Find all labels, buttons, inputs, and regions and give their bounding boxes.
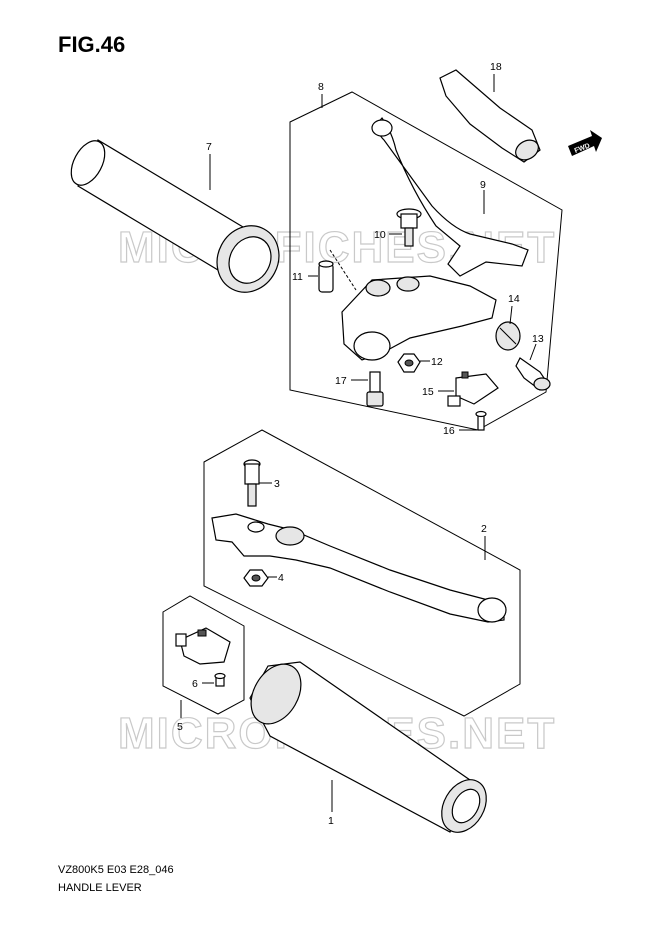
figure-title: FIG.46	[58, 32, 126, 57]
lever-boot	[439, 69, 541, 163]
grip-left	[70, 139, 280, 293]
bushing	[318, 260, 334, 293]
callout-label: 7	[206, 141, 212, 153]
callout-9: 9	[480, 179, 486, 214]
section-name: HANDLE LEVER	[58, 882, 142, 894]
pivot-bolt-lower	[243, 459, 261, 507]
callout-2: 2	[481, 523, 487, 560]
callout-7: 7	[206, 141, 212, 190]
callout-15: 15	[422, 386, 454, 398]
callout-18: 18	[490, 61, 502, 92]
lever-switch-upper	[447, 371, 499, 407]
callout-label: 12	[431, 356, 443, 368]
callout-12: 12	[420, 356, 443, 368]
bolt-upper	[366, 371, 384, 407]
callout-label: 14	[508, 293, 520, 305]
callout-1: 1	[328, 780, 334, 827]
callout-10: 10	[374, 229, 402, 241]
callout-17: 17	[335, 375, 368, 387]
callout-14: 14	[508, 293, 520, 325]
callout-13: 13	[529, 333, 544, 361]
callout-4: 4	[268, 572, 284, 584]
fwd-arrow-icon: FWD	[568, 130, 602, 156]
callout-label: 13	[532, 333, 544, 345]
group-frame-8	[289, 91, 563, 431]
throttle-grip	[249, 661, 487, 833]
model-code: VZ800K5 E03 E28_046	[58, 864, 174, 876]
callout-label: 5	[177, 721, 183, 733]
callout-label: 10	[374, 229, 386, 241]
callout-label: 2	[481, 523, 487, 535]
lever-holder-upper	[341, 275, 497, 361]
callout-label: 18	[490, 61, 502, 73]
brake-lever	[211, 513, 507, 623]
callout-label: 6	[192, 678, 198, 690]
callout-11: 11	[292, 271, 318, 283]
callout-label: 4	[278, 572, 284, 584]
switch-screw-lower	[214, 672, 226, 687]
cable-adjuster	[515, 357, 551, 391]
callout-label: 17	[335, 375, 347, 387]
callout-6: 6	[192, 678, 214, 690]
callout-label: 9	[480, 179, 486, 191]
clutch-lever	[371, 117, 529, 277]
group-frame-5	[162, 595, 245, 715]
callout-label: 16	[443, 425, 455, 437]
brake-switch	[175, 627, 231, 665]
assembly-guide-line	[329, 249, 357, 291]
callout-3: 3	[259, 478, 280, 490]
callout-label: 1	[328, 815, 334, 827]
callout-5: 5	[177, 700, 183, 733]
callout-8: 8	[318, 81, 324, 108]
callout-label: 8	[318, 81, 324, 93]
cable-adjuster-cap	[495, 321, 521, 351]
nut-upper	[397, 353, 421, 373]
pivot-bolt-upper	[396, 208, 422, 247]
group-frame-2	[203, 429, 521, 717]
callout-label: 11	[292, 271, 303, 283]
nut-lower	[243, 569, 269, 587]
callout-label: 15	[422, 386, 434, 398]
callout-16: 16	[443, 425, 477, 437]
callout-label: 3	[274, 478, 280, 490]
switch-screw-upper	[475, 410, 487, 431]
